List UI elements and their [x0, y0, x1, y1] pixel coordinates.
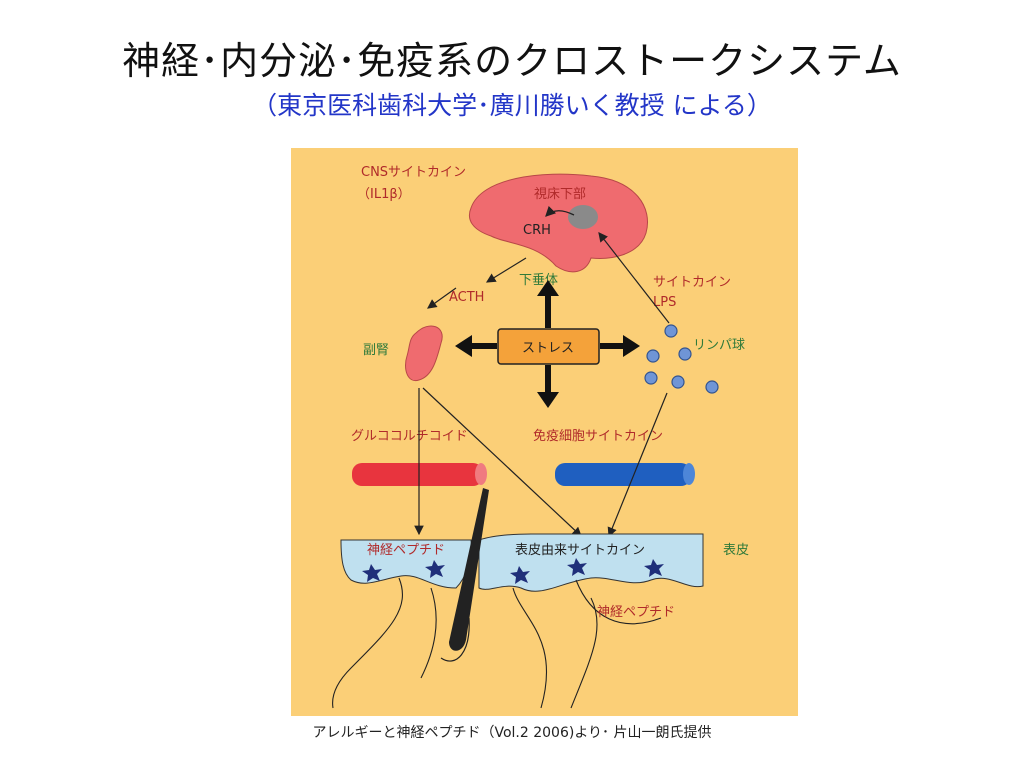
crh-label: CRH [523, 223, 551, 238]
adrenal-shape [405, 325, 443, 382]
blue-vessel [555, 463, 691, 486]
brain-shape [468, 173, 648, 273]
stress-box [497, 328, 600, 365]
hypothalamus-to-pituitary-arrow [485, 257, 527, 283]
stress-label: ストレス [522, 341, 574, 356]
lps-label: LPS [653, 295, 676, 310]
figure-caption: アレルギーと神経ペプチド（Vol.2 2006)より･ 片山一朗氏提供 [312, 725, 712, 741]
neuropeptide-label-bottom: 神経ペプチド [597, 605, 675, 620]
il1b-label: （IL1β） [357, 187, 411, 202]
slide-subtitle: （東京医科歯科大学･廣川勝いく教授 による） [252, 91, 772, 120]
red-vessel [352, 463, 483, 486]
nerve-fibers [332, 577, 662, 709]
crosstalk-diagram: CNSサイトカイン （IL1β） 視床下部 CRH 下垂体 ACTH サイトカイ… [291, 148, 798, 716]
hypothalamus-label: 視床下部 [534, 187, 586, 202]
lymph-to-epidermis-arrow [607, 392, 668, 538]
nerve-endings [362, 558, 664, 584]
hair-follicle [449, 488, 489, 651]
stress-arrows [455, 280, 640, 408]
slide-title: 神経･内分泌･免疫系のクロストークシステム [122, 39, 902, 83]
epidermis-right [478, 533, 704, 592]
adrenal-to-epidermis-arrow [422, 387, 582, 537]
adrenal-label: 副腎 [363, 343, 389, 358]
pituitary-label: 下垂体 [519, 273, 558, 288]
cytokine-label: サイトカイン [653, 275, 731, 290]
lymphocyte-label: リンパ球 [693, 338, 745, 353]
epidermal-cytokine-label: 表皮由来サイトカイン [515, 543, 645, 558]
cytokine-to-brain-arrow [598, 232, 670, 324]
acth-arrow [427, 287, 457, 309]
lymphocyte-cells [644, 324, 719, 394]
immune-cytokine-label: 免疫細胞サイトカイン [533, 428, 663, 444]
hypothalamus-spot [568, 205, 598, 229]
acth-label: ACTH [449, 290, 484, 305]
crh-arrow [545, 205, 575, 217]
glucocorticoid-label: グルココルチコイド [351, 429, 468, 444]
epidermis-label: 表皮 [723, 543, 749, 558]
neuropeptide-label-left: 神経ペプチド [367, 543, 445, 558]
cns-cytokine-label: CNSサイトカイン [361, 165, 466, 180]
